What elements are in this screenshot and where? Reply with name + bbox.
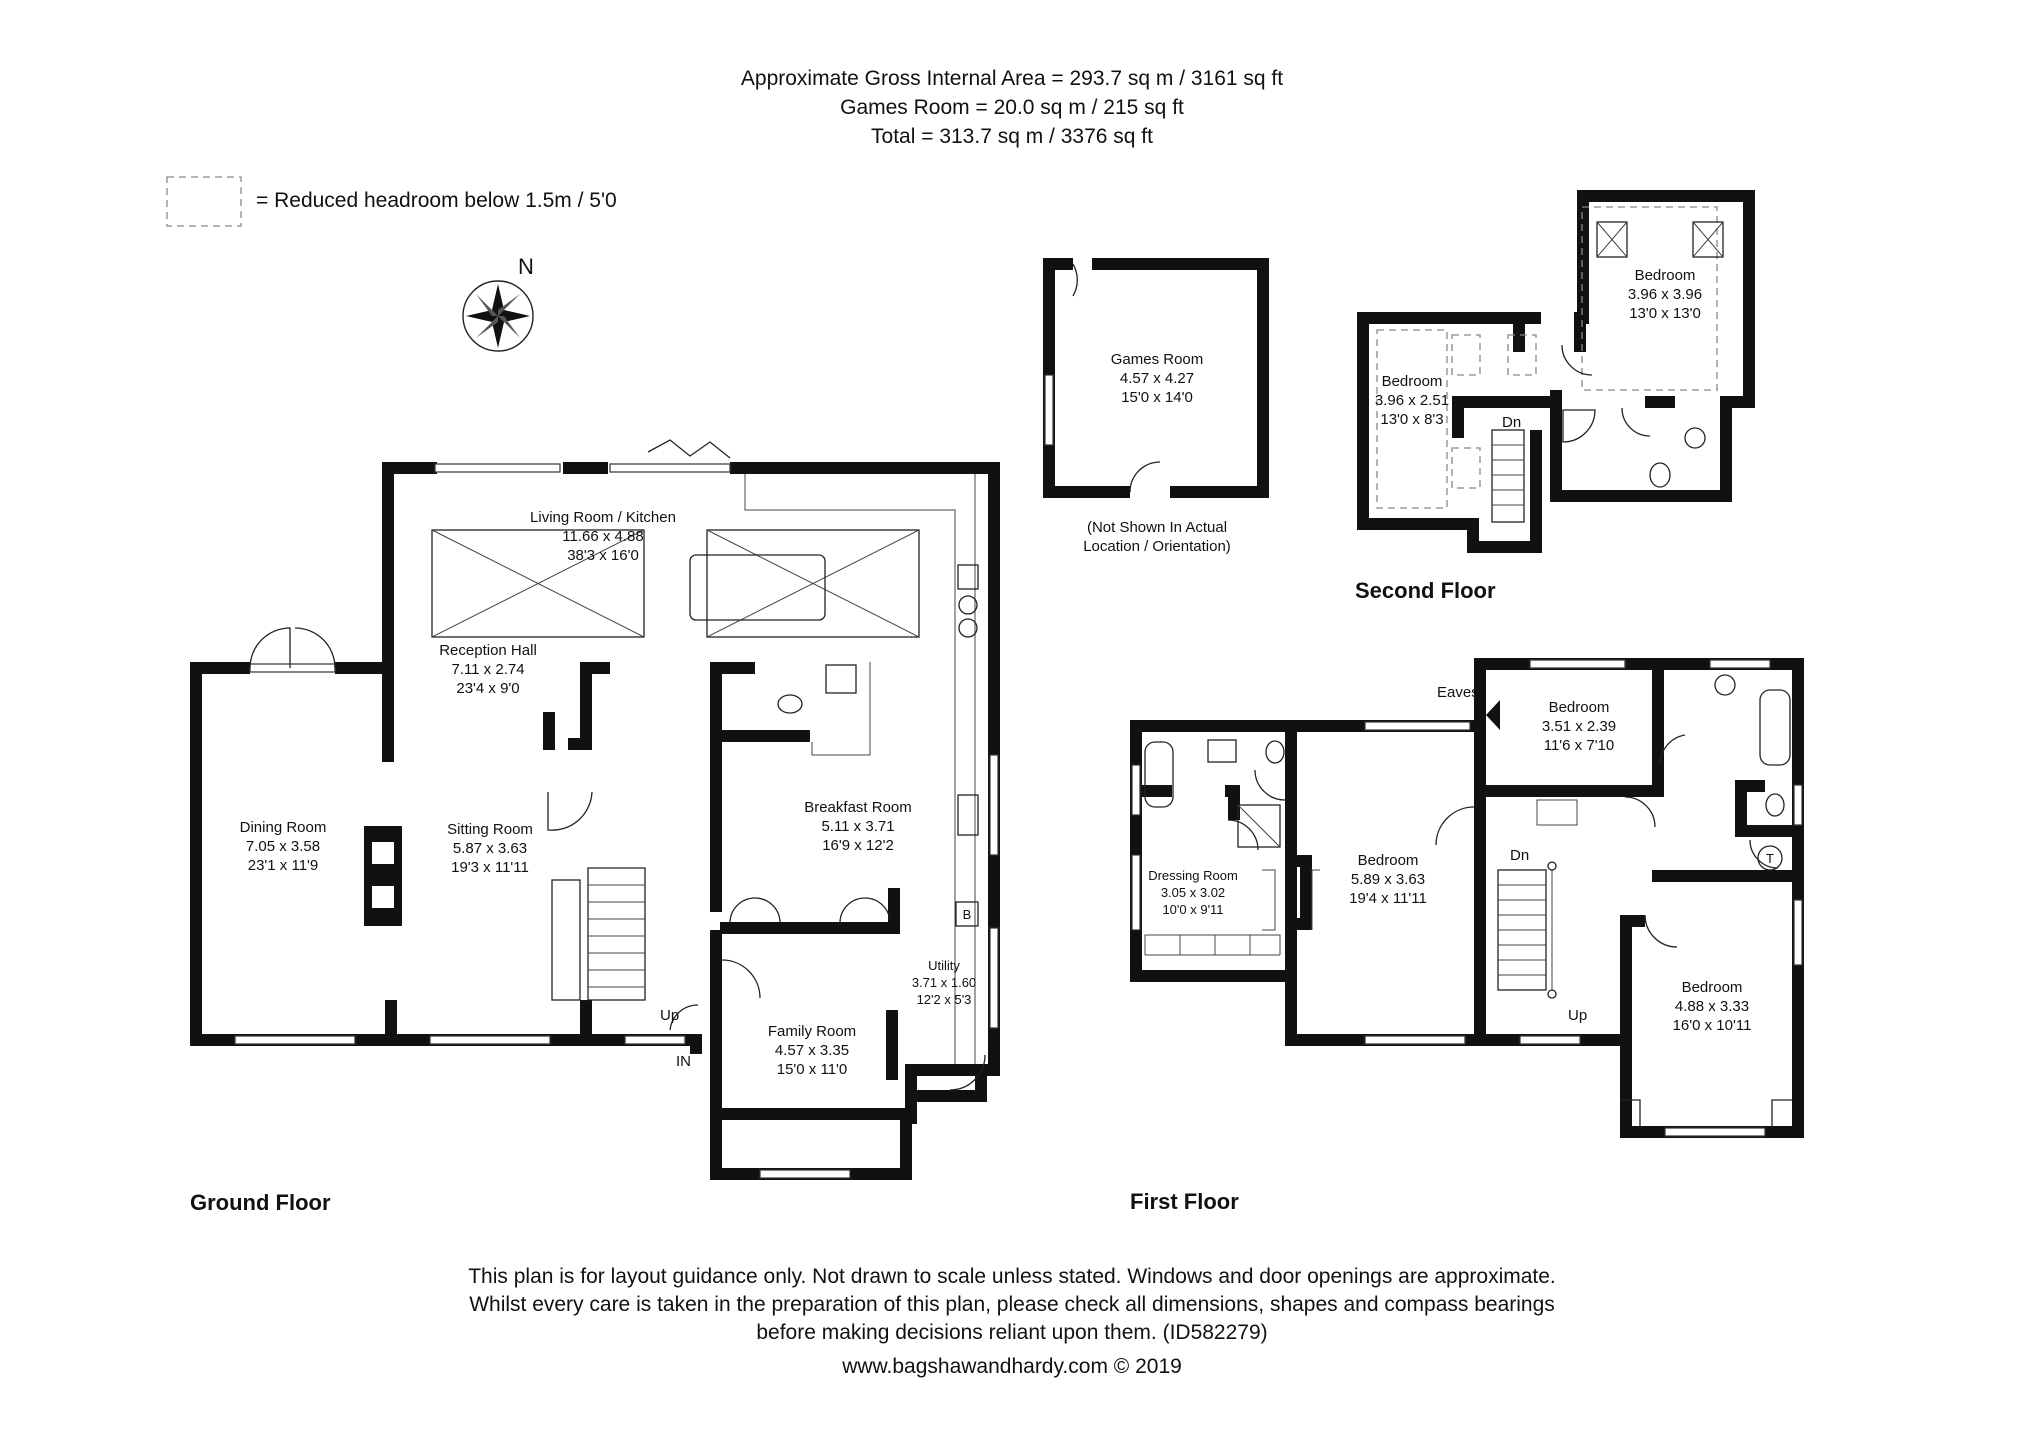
room-second-bedroom-left: Bedroom 3.96 x 2.51 13'0 x 8'3 [1375, 373, 1449, 428]
room-reception-hall: Reception Hall 7.11 x 2.74 23'4 x 9'0 [439, 642, 537, 697]
disclaimer: This plan is for layout guidance only. N… [468, 1265, 1556, 1378]
svg-text:16'0 x 10'11: 16'0 x 10'11 [1673, 1017, 1752, 1034]
legend-label: = Reduced headroom below 1.5m / 5'0 [256, 189, 617, 212]
svg-text:Bedroom: Bedroom [1549, 699, 1610, 716]
room-family: Family Room 4.57 x 3.35 15'0 x 11'0 [768, 1023, 856, 1078]
svg-text:5.87 x 3.63: 5.87 x 3.63 [453, 840, 527, 857]
first-stairs-up-label: Up [1568, 1007, 1587, 1024]
svg-text:11.66 x 4.88: 11.66 x 4.88 [562, 528, 643, 545]
second-floor-plan: Bedroom 3.96 x 2.51 13'0 x 8'3 Bedroom 3… [1355, 190, 1755, 603]
first-floor-title: First Floor [1130, 1189, 1239, 1214]
games-note-line1: (Not Shown In Actual [1087, 519, 1227, 536]
svg-text:16'9 x 12'2: 16'9 x 12'2 [822, 837, 894, 854]
svg-text:Sitting Room: Sitting Room [447, 821, 533, 838]
room-dressing: Dressing Room 3.05 x 3.02 10'0 x 9'11 [1148, 868, 1238, 917]
room-first-bedroom-right: Bedroom 4.88 x 3.33 16'0 x 10'11 [1673, 979, 1752, 1034]
disclaimer-line2: Whilst every care is taken in the prepar… [469, 1293, 1555, 1316]
svg-text:7.11 x 2.74: 7.11 x 2.74 [451, 661, 524, 678]
ground-floor-title: Ground Floor [190, 1190, 331, 1215]
games-area-text: Games Room = 20.0 sq m / 215 sq ft [840, 96, 1184, 119]
svg-text:Utility: Utility [928, 958, 960, 973]
svg-text:3.51 x 2.39: 3.51 x 2.39 [1542, 718, 1616, 735]
disclaimer-line3: before making decisions reliant upon the… [756, 1321, 1267, 1344]
svg-text:4.88 x 3.33: 4.88 x 3.33 [1675, 998, 1749, 1015]
second-stair-treads [1492, 444, 1524, 506]
ground-floor-plan: B Living Room / Kitchen 11.66 x 4.88 38'… [190, 439, 1000, 1215]
total-area-text: Total = 313.7 sq m / 3376 sq ft [871, 125, 1153, 148]
room-games: Games Room 4.57 x 4.27 15'0 x 14'0 [1111, 351, 1204, 406]
reduced-headroom-swatch [166, 176, 242, 227]
svg-text:3.96 x 2.51: 3.96 x 2.51 [1375, 392, 1449, 409]
room-utility: Utility 3.71 x 1.60 12'2 x 5'3 [912, 958, 976, 1007]
svg-text:3.71 x 1.60: 3.71 x 1.60 [912, 975, 976, 990]
svg-text:7.05 x 3.58: 7.05 x 3.58 [246, 838, 320, 855]
second-floor-title: Second Floor [1355, 578, 1496, 603]
svg-text:4.57 x 3.35: 4.57 x 3.35 [775, 1042, 849, 1059]
svg-text:12'2 x 5'3: 12'2 x 5'3 [917, 992, 972, 1007]
eaves-label: Eaves [1437, 684, 1479, 701]
room-first-bedroom-small: Bedroom 3.51 x 2.39 11'6 x 7'10 [1542, 699, 1616, 754]
ground-stair-treads [588, 884, 645, 988]
room-living-kitchen: Living Room / Kitchen 11.66 x 4.88 38'3 … [530, 509, 676, 564]
second-stairs-down-label: Dn [1502, 414, 1521, 431]
svg-text:3.05 x 3.02: 3.05 x 3.02 [1161, 885, 1225, 900]
svg-text:5.89 x 3.63: 5.89 x 3.63 [1351, 871, 1425, 888]
svg-text:Breakfast Room: Breakfast Room [804, 799, 912, 816]
svg-text:13'0 x 13'0: 13'0 x 13'0 [1629, 305, 1701, 322]
games-note-line2: Location / Orientation) [1083, 538, 1231, 555]
svg-text:Living Room / Kitchen: Living Room / Kitchen [530, 509, 676, 526]
svg-text:13'0 x 8'3: 13'0 x 8'3 [1380, 411, 1443, 428]
svg-text:3.96 x 3.96: 3.96 x 3.96 [1628, 286, 1702, 303]
svg-text:4.57 x 4.27: 4.57 x 4.27 [1120, 370, 1194, 387]
legend: = Reduced headroom below 1.5m / 5'0 [166, 176, 617, 227]
room-breakfast: Breakfast Room 5.11 x 3.71 16'9 x 12'2 [804, 799, 912, 854]
svg-text:Dressing Room: Dressing Room [1148, 868, 1238, 883]
svg-text:23'4 x 9'0: 23'4 x 9'0 [456, 680, 519, 697]
svg-text:5.11 x 3.71: 5.11 x 3.71 [821, 818, 894, 835]
first-stairs-down-label: Dn [1510, 847, 1529, 864]
svg-text:15'0 x 11'0: 15'0 x 11'0 [777, 1061, 848, 1078]
svg-text:11'6 x 7'10: 11'6 x 7'10 [1544, 737, 1615, 754]
svg-text:38'3 x 16'0: 38'3 x 16'0 [567, 547, 639, 564]
svg-text:19'3 x 11'11: 19'3 x 11'11 [451, 859, 529, 876]
area-summary: Approximate Gross Internal Area = 293.7 … [741, 67, 1283, 148]
gross-area-text: Approximate Gross Internal Area = 293.7 … [741, 67, 1283, 90]
tank-label: T [1766, 851, 1774, 866]
svg-text:23'1 x 11'9: 23'1 x 11'9 [248, 857, 319, 874]
svg-text:Games Room: Games Room [1111, 351, 1204, 368]
games-room-plan: Games Room 4.57 x 4.27 15'0 x 14'0 (Not … [1043, 258, 1269, 555]
svg-text:Dining Room: Dining Room [240, 819, 327, 836]
room-first-bedroom-main: Bedroom 5.89 x 3.63 19'4 x 11'11 [1349, 852, 1427, 907]
website-credit: www.bagshawandhardy.com © 2019 [841, 1355, 1182, 1378]
first-floor-plan: T Dr [1130, 658, 1804, 1214]
room-second-bedroom-right: Bedroom 3.96 x 3.96 13'0 x 13'0 [1628, 267, 1702, 322]
svg-text:19'4 x 11'11: 19'4 x 11'11 [1349, 890, 1427, 907]
compass-north-label: N [518, 254, 534, 279]
svg-text:15'0 x 14'0: 15'0 x 14'0 [1121, 389, 1193, 406]
boiler-label: B [963, 907, 972, 922]
first-stair-treads [1498, 884, 1546, 976]
svg-text:10'0 x 9'11: 10'0 x 9'11 [1162, 902, 1223, 917]
svg-text:Bedroom: Bedroom [1682, 979, 1743, 996]
disclaimer-line1: This plan is for layout guidance only. N… [468, 1265, 1556, 1288]
room-sitting: Sitting Room 5.87 x 3.63 19'3 x 11'11 [447, 821, 533, 876]
svg-text:Bedroom: Bedroom [1635, 267, 1696, 284]
ground-stairs-up-label: Up [660, 1007, 679, 1024]
svg-text:Bedroom: Bedroom [1358, 852, 1419, 869]
room-dining: Dining Room 7.05 x 3.58 23'1 x 11'9 [240, 819, 327, 874]
compass-rose-icon: N [462, 254, 534, 352]
svg-text:Reception Hall: Reception Hall [439, 642, 537, 659]
svg-text:Family Room: Family Room [768, 1023, 856, 1040]
svg-text:Bedroom: Bedroom [1382, 373, 1443, 390]
entrance-label: IN [676, 1053, 691, 1070]
